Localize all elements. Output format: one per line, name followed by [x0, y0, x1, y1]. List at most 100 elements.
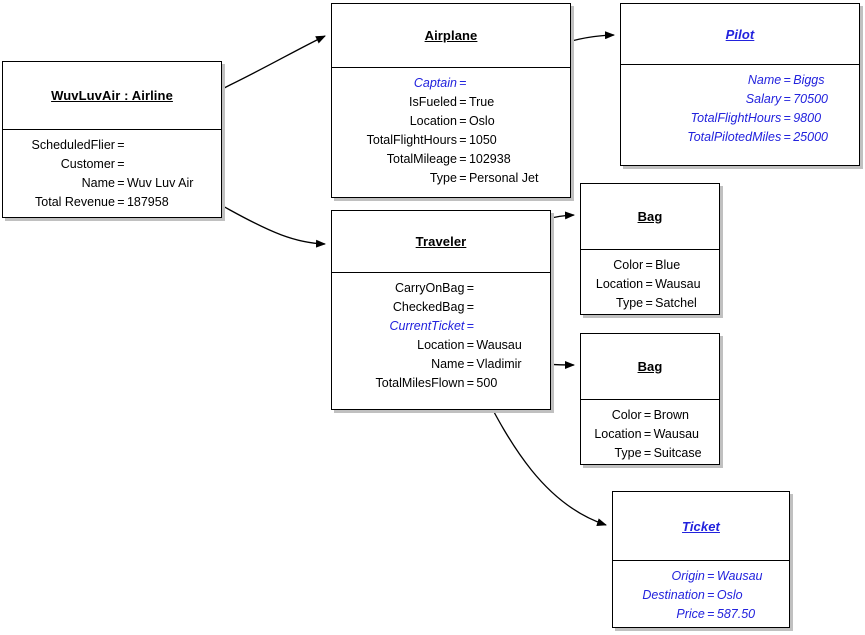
object-box-ticket[interactable]: Ticket Origin = Wausau Destination = Osl… [612, 491, 790, 628]
object-header-ticket: Ticket [613, 492, 789, 561]
attribute-value: 500 [476, 376, 498, 390]
attribute-name: TotalFlightHours [690, 111, 782, 125]
attribute-equals: = [466, 338, 475, 352]
object-body-bag-carryon: Color = Blue Location = Wausau Type = Sa… [581, 250, 719, 317]
attribute-name: Location [595, 277, 644, 291]
attribute-equals: = [459, 95, 467, 109]
attribute-value: Satchel [655, 296, 697, 310]
attribute-name: Color [613, 258, 644, 272]
object-header-bag-carryon: Bag [581, 184, 719, 250]
attribute-value: 587.50 [716, 607, 756, 621]
attribute-value: Wausau [655, 277, 701, 291]
attribute-value: Wausau [476, 338, 522, 352]
attribute-value: Brown [653, 408, 690, 422]
attribute-equals: = [645, 258, 653, 272]
attribute-equals: = [645, 296, 653, 310]
attribute-row: CarryOnBag = [336, 279, 542, 298]
attribute-row: IsFueled = True [336, 93, 562, 112]
attribute-row: Total Revenue = 187958 [7, 193, 213, 212]
attribute-table-ticket: Origin = Wausau Destination = Oslo Price… [617, 567, 781, 624]
attribute-value: Blue [655, 258, 681, 272]
object-box-pilot[interactable]: Pilot Name = Biggs Salary = 70500 TotalF… [620, 3, 860, 166]
attribute-equals: = [643, 427, 652, 441]
object-body-bag-checked: Color = Brown Location = Wausau Type = S… [581, 400, 719, 467]
object-header-airplane: Airplane [332, 4, 570, 68]
object-header-pilot: Pilot [621, 4, 859, 65]
object-header-bag-checked: Bag [581, 334, 719, 400]
attribute-row: Price = 587.50 [617, 605, 781, 624]
object-header-airline: WuvLuvAir : Airline [3, 62, 221, 130]
attribute-name: Total Revenue [35, 195, 115, 209]
object-box-bag-carryon[interactable]: Bag Color = Blue Location = Wausau Type … [580, 183, 720, 315]
attribute-equals: = [117, 195, 125, 209]
object-title-traveler: Traveler [415, 234, 467, 249]
attribute-equals: = [117, 138, 125, 152]
attribute-value: 70500 [793, 92, 828, 106]
attribute-value: 1050 [468, 133, 497, 147]
attribute-table-bag-checked: Color = Brown Location = Wausau Type = S… [585, 406, 711, 463]
attribute-row: Customer = [7, 155, 213, 174]
attribute-value [476, 317, 542, 336]
attribute-name: TotalFlightHours [366, 133, 457, 147]
attribute-name: Location [409, 114, 457, 128]
object-title-pilot: Pilot [725, 26, 755, 42]
attribute-row: Salary = 70500 [625, 90, 851, 109]
object-title-airplane: Airplane [424, 28, 478, 43]
attribute-row: Name = Vladimir [336, 355, 542, 374]
attribute-row: CheckedBag = [336, 298, 542, 317]
attribute-name: Type [614, 446, 642, 460]
attribute-name: Price [676, 607, 705, 621]
attribute-equals: = [783, 73, 791, 87]
attribute-row: Type = Satchel [585, 294, 711, 313]
attribute-equals: = [459, 76, 467, 90]
attribute-table-traveler: CarryOnBag = CheckedBag = CurrentTicket … [336, 279, 542, 393]
attribute-row: Location = Wausau [336, 336, 542, 355]
attribute-name: Captain [413, 76, 457, 90]
attribute-table-airline: ScheduledFlier = Customer = Name = Wuv L… [7, 136, 213, 212]
attribute-name: TotalMilesFlown [375, 376, 465, 390]
attribute-equals: = [466, 300, 475, 314]
attribute-name: IsFueled [409, 95, 457, 109]
attribute-value: Suitcase [653, 446, 702, 460]
attribute-equals: = [466, 319, 475, 333]
object-box-airline[interactable]: WuvLuvAir : Airline ScheduledFlier = Cus… [2, 61, 222, 218]
object-header-traveler: Traveler [332, 211, 550, 273]
object-body-airplane: Captain = IsFueled = True Location = Osl… [332, 68, 570, 192]
attribute-row: Type = Suitcase [585, 444, 711, 463]
attribute-equals: = [783, 130, 791, 144]
attribute-equals: = [783, 111, 791, 125]
attribute-name: Location [594, 427, 642, 441]
attribute-equals: = [459, 114, 467, 128]
attribute-equals: = [459, 171, 467, 185]
attribute-equals: = [707, 588, 715, 602]
object-box-traveler[interactable]: Traveler CarryOnBag = CheckedBag = Curre… [331, 210, 551, 410]
attribute-name: Name [747, 73, 782, 87]
attribute-equals: = [466, 357, 475, 371]
attribute-value: Oslo [716, 588, 743, 602]
attribute-row: Name = Wuv Luv Air [7, 174, 213, 193]
attribute-equals: = [459, 133, 467, 147]
attribute-row: CurrentTicket = [336, 317, 542, 336]
attribute-name: CheckedBag [392, 300, 465, 314]
attribute-value: Biggs [793, 73, 825, 87]
object-title-bag-carryon: Bag [637, 209, 663, 224]
attribute-row: Location = Wausau [585, 425, 711, 444]
object-box-bag-checked[interactable]: Bag Color = Brown Location = Wausau Type… [580, 333, 720, 465]
attribute-value: Personal Jet [468, 171, 539, 185]
object-title-bag-checked: Bag [637, 359, 663, 374]
attribute-equals: = [466, 376, 475, 390]
object-body-traveler: CarryOnBag = CheckedBag = CurrentTicket … [332, 273, 550, 397]
attribute-row: Color = Blue [585, 256, 711, 275]
object-box-airplane[interactable]: Airplane Captain = IsFueled = True Locat… [331, 3, 571, 198]
attribute-equals: = [707, 569, 715, 583]
attribute-value [476, 298, 542, 317]
attribute-value: Wuv Luv Air [126, 176, 194, 190]
attribute-row: Type = Personal Jet [336, 169, 562, 188]
attribute-equals: = [117, 176, 125, 190]
attribute-value [469, 74, 562, 93]
object-body-pilot: Name = Biggs Salary = 70500 TotalFlightH… [621, 65, 859, 151]
attribute-equals: = [645, 277, 653, 291]
attribute-row: Destination = Oslo [617, 586, 781, 605]
attribute-row: TotalFlightHours = 1050 [336, 131, 562, 150]
